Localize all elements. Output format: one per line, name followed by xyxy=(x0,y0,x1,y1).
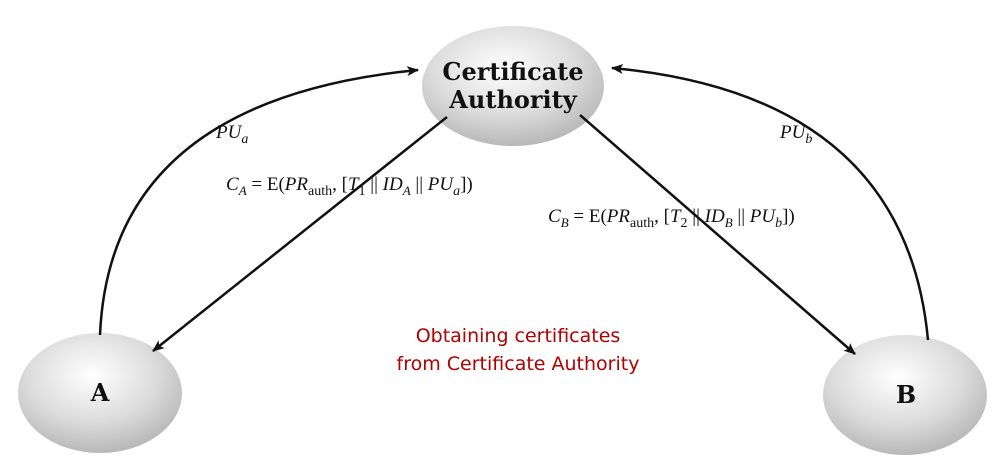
node-a xyxy=(18,333,182,453)
caption: Obtaining certificates from Certificate … xyxy=(318,322,718,378)
node-b-label: B xyxy=(896,380,916,409)
caption-line1: Obtaining certificates xyxy=(415,325,621,347)
cert-b-formula: CB = E(PRauth, [T2 || IDB || PUb]) xyxy=(548,206,795,231)
cert-a-formula: CA = E(PRauth, [T1 || IDA || PUa]) xyxy=(226,174,473,199)
pu-a-label: PUa xyxy=(215,122,248,147)
node-b xyxy=(823,335,987,455)
caption-line2: from Certificate Authority xyxy=(396,353,640,375)
arrow-a-to-ca xyxy=(98,66,419,336)
arrow-ca-to-b xyxy=(579,114,856,355)
arrow-ca-to-a xyxy=(152,116,448,352)
ca-label-line1: Certificate xyxy=(442,57,583,86)
node-a-label: A xyxy=(90,378,110,407)
ca-node xyxy=(422,26,604,146)
arrow-b-to-ca xyxy=(611,64,930,341)
pu-b-label: PUb xyxy=(779,122,812,147)
ca-label-line2: Authority xyxy=(448,85,577,114)
